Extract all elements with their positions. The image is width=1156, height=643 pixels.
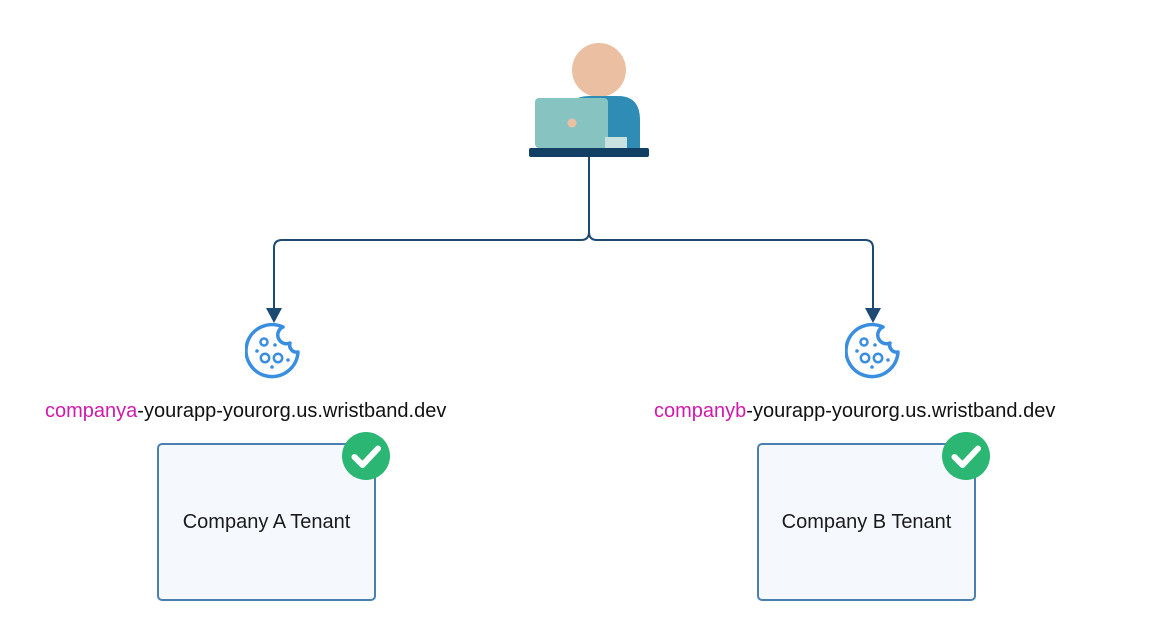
connector-lines [273,157,874,309]
tenant-label: Company B Tenant [781,510,952,533]
check-circle-icon [942,432,990,480]
tenant-box: Company B Tenant [757,443,976,601]
domain-suffix: -yourapp-yourorg.us.wristband.dev [137,400,447,422]
cookie-icon [245,322,300,379]
tenant-subdomain: companyb [654,400,747,422]
tenant-box: Company A Tenant [157,443,376,601]
tenant-label: Company A Tenant [182,510,351,533]
user-with-laptop-icon [529,43,649,157]
tenant-subdomain: companya [45,400,138,422]
check-circle-icon [342,432,390,480]
arrowhead-right [865,308,881,323]
cookie-icon [845,322,900,379]
tenant-domain-label: companyb-yourapp-yourorg.us.wristband.de… [654,397,1055,425]
tenant-domain-label: companya-yourapp-yourorg.us.wristband.de… [45,397,446,425]
arrowhead-left [266,308,282,323]
domain-suffix: -yourapp-yourorg.us.wristband.dev [746,400,1056,422]
